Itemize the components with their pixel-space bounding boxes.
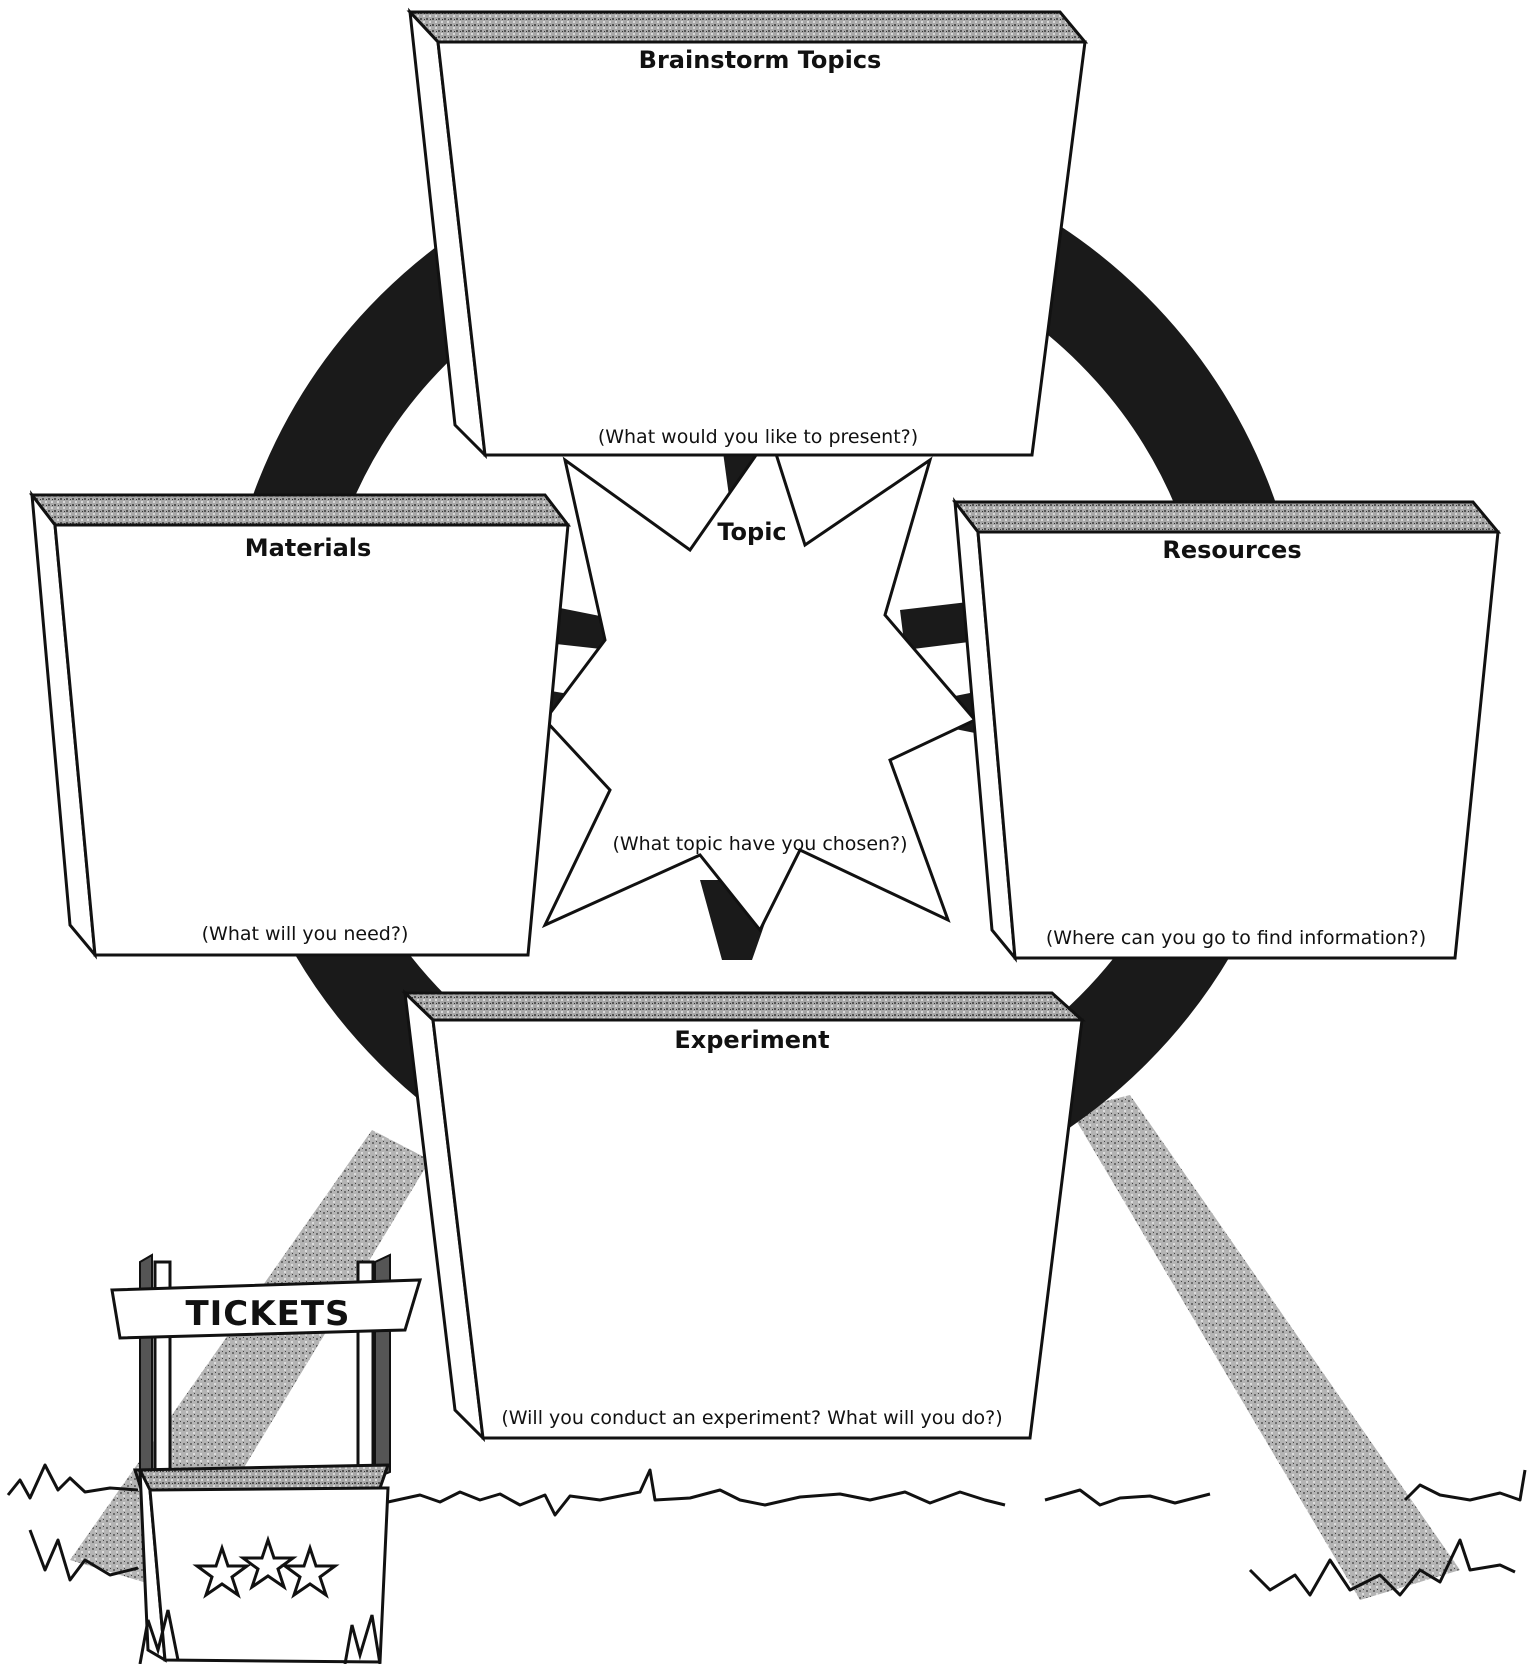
- brainstorm-box: Brainstorm Topics (What would you like t…: [410, 12, 1085, 455]
- resources-title: Resources: [1162, 536, 1301, 564]
- experiment-box: Experiment (Will you conduct an experime…: [405, 993, 1082, 1438]
- brainstorm-title: Brainstorm Topics: [639, 46, 882, 74]
- resources-prompt: (Where can you go to find information?): [1046, 927, 1426, 949]
- topic-title: Topic: [717, 518, 786, 546]
- materials-title: Materials: [245, 534, 372, 562]
- brainstorm-prompt: (What would you like to present?): [598, 426, 918, 448]
- ticket-booth: TICKETS: [112, 1255, 420, 1664]
- experiment-prompt: (Will you conduct an experiment? What wi…: [501, 1407, 1002, 1429]
- materials-prompt: (What will you need?): [202, 923, 409, 945]
- materials-box: Materials (What will you need?): [32, 495, 568, 955]
- experiment-title: Experiment: [674, 1026, 829, 1054]
- resources-box: Resources (Where can you go to find info…: [955, 502, 1498, 958]
- right-support-leg: [1070, 1095, 1460, 1600]
- topic-prompt: (What topic have you chosen?): [612, 833, 907, 855]
- topic-starburst: [545, 435, 975, 930]
- ticket-sign-label: TICKETS: [185, 1294, 350, 1334]
